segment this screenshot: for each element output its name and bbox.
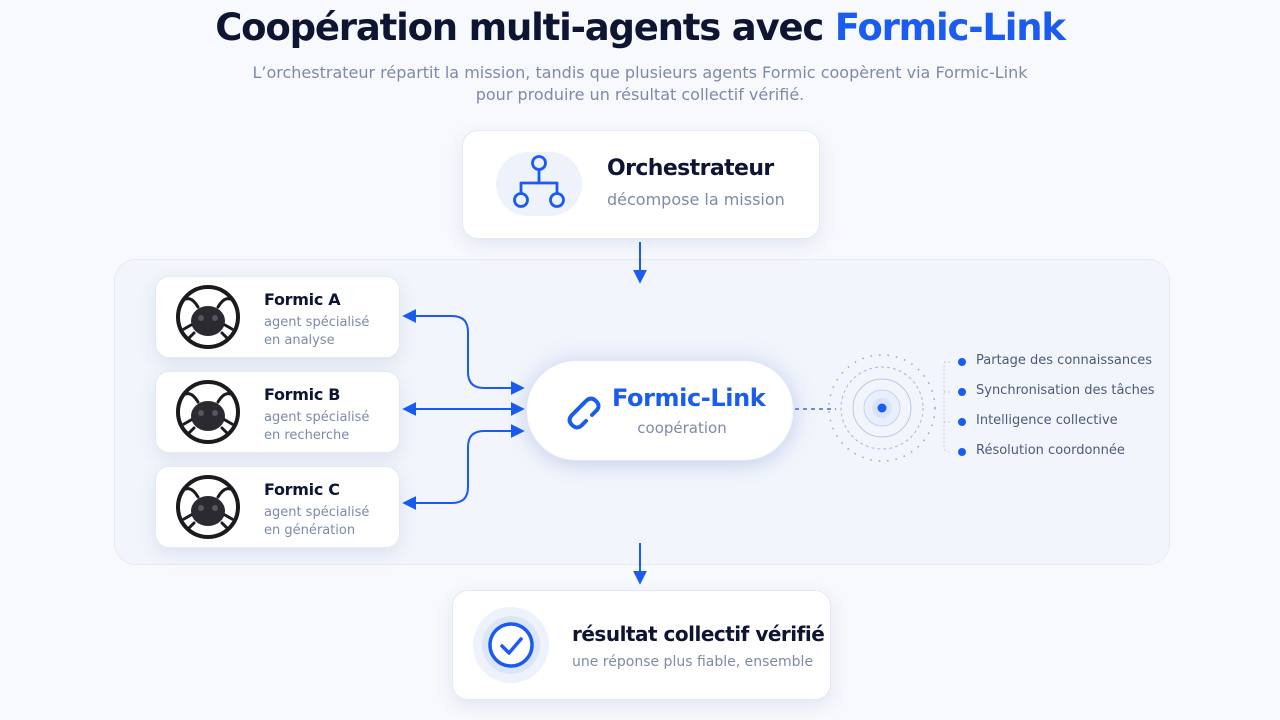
agent-card-a[interactable]: Formic A agent spécialisé en analyse <box>155 276 400 358</box>
subtitle-line-2: pour produire un résultat collectif véri… <box>475 85 805 104</box>
agent-desc-line-1: agent spécialisé <box>264 505 370 520</box>
network-rings-icon <box>828 354 936 462</box>
agent-name: Formic C <box>264 480 340 499</box>
feature-bullet <box>958 418 966 426</box>
hub-title: Formic-Link <box>612 384 766 412</box>
agent-name: Formic A <box>264 290 341 309</box>
ant-icon <box>176 285 240 349</box>
agent-name: Formic B <box>264 385 341 404</box>
result-subtitle: une réponse plus fiable, ensemble <box>572 654 814 670</box>
orchestrator-title: Orchestrateur <box>607 156 774 181</box>
result-title: résultat collectif vérifié <box>572 622 825 646</box>
feature-bullet <box>958 448 966 456</box>
formic-link-hub[interactable] <box>526 360 794 461</box>
hub-subtitle: coopération <box>637 419 727 437</box>
orchestrator-subtitle: décompose la mission <box>607 190 785 209</box>
agent-card-b[interactable]: Formic B agent spécialisé en recherche <box>155 371 400 453</box>
feature-item: Partage des connaissances <box>976 353 1152 368</box>
feature-item: Synchronisation des tâches <box>976 383 1155 398</box>
check-circle-icon <box>473 607 549 683</box>
connector-agent-c <box>402 424 525 510</box>
connector-agent-a <box>402 309 525 395</box>
title-accent: Formic-Link <box>834 6 1066 49</box>
page-subtitle: L’orchestrateur répartit la mission, tan… <box>190 62 1090 106</box>
orchestrator-icon-bg <box>496 152 582 216</box>
agent-desc-line-1: agent spécialisé <box>264 410 370 425</box>
title-main: Coopération multi-agents avec <box>215 6 835 49</box>
ant-icon <box>176 475 240 539</box>
agent-description: agent spécialisé en génération <box>264 504 369 540</box>
agent-description: agent spécialisé en recherche <box>264 409 369 445</box>
link-icon <box>567 396 601 430</box>
feature-item: Résolution coordonnée <box>976 443 1125 458</box>
feature-bullet <box>958 358 966 366</box>
feature-item: Intelligence collective <box>976 413 1118 428</box>
features-bracket <box>943 361 952 453</box>
agent-card-c[interactable]: Formic C agent spécialisé en génération <box>155 466 400 548</box>
agent-desc-line-2: en recherche <box>264 428 350 443</box>
ant-icon <box>176 380 240 444</box>
agent-desc-line-1: agent spécialisé <box>264 315 370 330</box>
agent-description: agent spécialisé en analyse <box>264 314 369 350</box>
subtitle-line-1: L’orchestrateur répartit la mission, tan… <box>252 63 1028 82</box>
agent-desc-line-2: en analyse <box>264 333 335 348</box>
feature-bullet <box>958 388 966 396</box>
agent-desc-line-2: en génération <box>264 523 356 538</box>
page-title: Coopération multi-agents avec Formic-Lin… <box>0 6 1280 49</box>
hierarchy-icon <box>513 155 565 208</box>
